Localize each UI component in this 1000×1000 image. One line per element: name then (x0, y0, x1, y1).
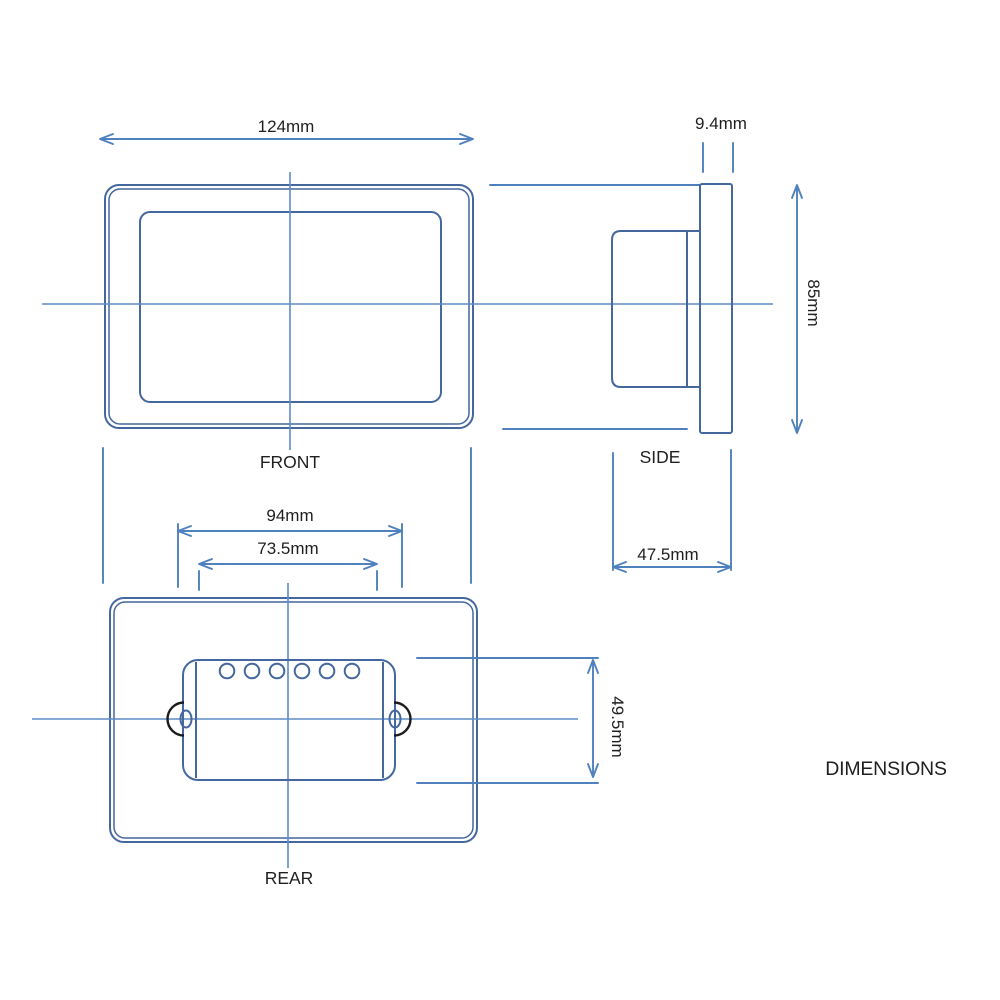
dimension-rear-body-height: 49.5mm (416, 657, 627, 784)
dimension-front-width: 124mm (99, 117, 474, 145)
rear-outline-outer (109, 597, 478, 843)
arrowhead-left-icon (177, 525, 192, 537)
dimension-value: 49.5mm (608, 696, 627, 757)
right-mount-tab-arc (393, 701, 412, 737)
drawing-title: DIMENSIONS (825, 758, 947, 780)
arrowhead-down-icon (791, 419, 803, 434)
dimension-mount-width: 94mm (177, 506, 403, 588)
front-view: FRONT (42, 172, 773, 472)
rear-view-label: REAR (265, 868, 314, 888)
front-outline-inner (108, 188, 470, 425)
rear-view: REAR (32, 583, 578, 888)
arrowhead-right-icon (717, 561, 732, 573)
arrowhead-right-icon (388, 525, 403, 537)
side-view: SIDE (489, 183, 733, 467)
dimension-value: 73.5mm (257, 539, 318, 558)
right-mount-hole (388, 709, 402, 729)
arrowhead-up-icon (791, 184, 803, 199)
arrowhead-down-icon (587, 763, 599, 778)
dimension-side-depth: 47.5mm (612, 449, 732, 573)
dimension-panel-height: 85mm (791, 184, 823, 434)
side-body-outline (611, 230, 700, 388)
left-mount-hole (179, 709, 193, 729)
dimension-value: 47.5mm (637, 545, 698, 564)
arrowhead-left-icon (99, 133, 114, 145)
rear-outline-inner (113, 601, 474, 839)
front-view-label: FRONT (260, 452, 321, 472)
dimension-value: 124mm (258, 117, 315, 136)
dimension-value: 94mm (266, 506, 313, 525)
front-rear-extension-lines (102, 447, 472, 584)
arrowhead-right-icon (459, 133, 474, 145)
rear-body-outline (182, 659, 396, 781)
dimension-value: 9.4mm (695, 114, 747, 133)
terminal-hole-6 (343, 662, 361, 680)
terminal-hole-5 (318, 662, 336, 680)
arrowhead-right-icon (363, 558, 378, 570)
dimension-inner-mount-width: 73.5mm (198, 539, 378, 591)
side-view-label: SIDE (640, 447, 681, 467)
terminal-hole-3 (268, 662, 286, 680)
arrowhead-left-icon (198, 558, 213, 570)
dimension-value: 85mm (804, 279, 823, 326)
dimension-panel-thickness: 9.4mm (695, 114, 747, 173)
arrowhead-up-icon (587, 659, 599, 674)
terminal-hole-2 (243, 662, 261, 680)
terminal-holes (218, 662, 361, 680)
side-panel-outline (699, 183, 733, 434)
left-mount-tab-arc (166, 701, 185, 737)
terminal-hole-4 (293, 662, 311, 680)
terminal-hole-1 (218, 662, 236, 680)
arrowhead-left-icon (612, 561, 627, 573)
front-outline-outer (104, 184, 474, 429)
